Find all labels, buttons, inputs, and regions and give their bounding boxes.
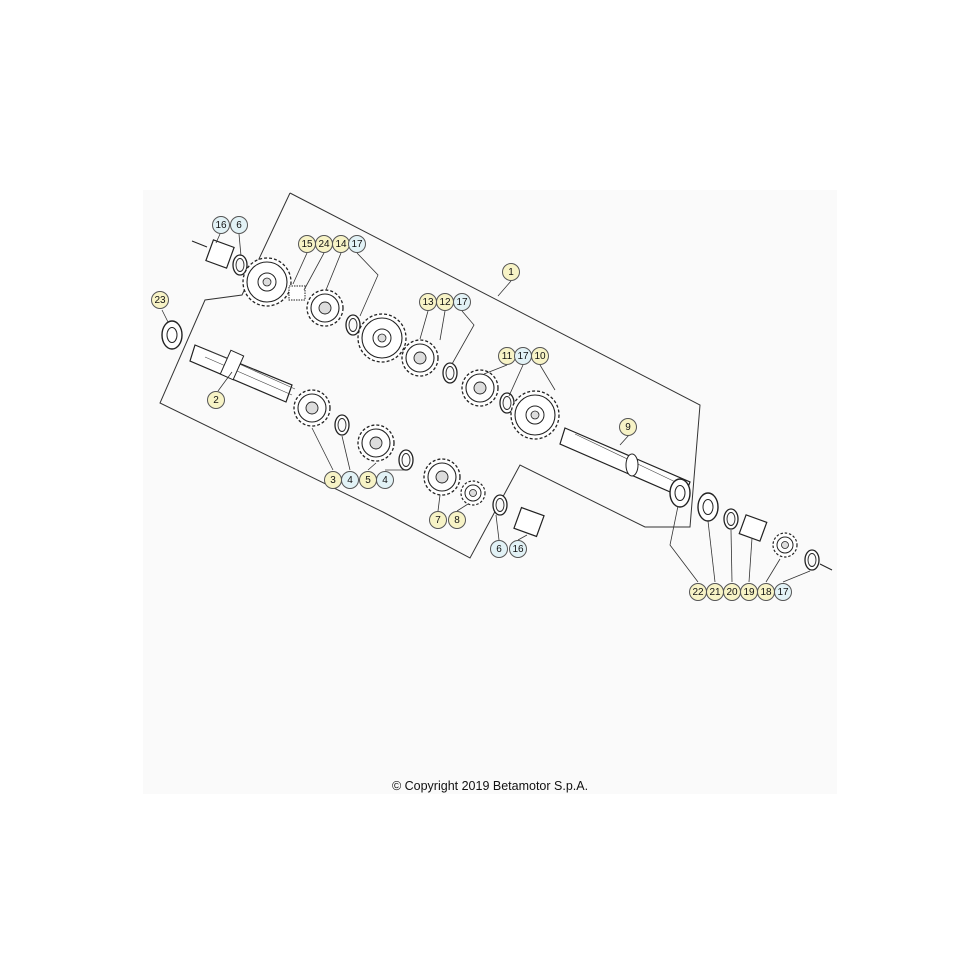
callout-17: 17 [774,583,792,601]
callout-circle [448,511,466,529]
callout-label: 17 [777,587,789,598]
spacer-19 [738,514,768,542]
callout-22: 22 [689,583,707,601]
callout-label: 4 [347,475,353,486]
callout-circle [207,391,225,409]
callout-2: 2 [207,391,225,409]
callout-label: 7 [435,515,441,526]
callout-circle [151,291,169,309]
callout-circle [490,540,508,558]
callout-label: 16 [215,220,227,231]
callout-16: 16 [509,540,527,558]
callout-label: 4 [382,475,388,486]
callout-label: 10 [534,351,546,362]
callout-label: 16 [512,544,524,555]
callout-21: 21 [706,583,724,601]
callout-4: 4 [341,471,359,489]
callout-label: 24 [318,239,330,250]
group-outline-upper [159,192,701,559]
callout-label: 18 [760,587,772,598]
callout-17: 17 [514,347,532,365]
callout-label: 13 [422,297,434,308]
callout-label: 9 [625,422,631,433]
callout-label: 6 [236,220,242,231]
callout-6: 6 [230,216,248,234]
callout-circle [429,511,447,529]
callout-label: 17 [351,239,363,250]
callout-14: 14 [332,235,350,253]
callout-label: 12 [439,297,451,308]
callout-label: 20 [726,587,738,598]
callout-label: 11 [502,351,513,362]
callout-17: 17 [348,235,366,253]
leader-lines [161,233,811,583]
callout-label: 23 [154,295,166,306]
callout-circle [230,216,248,234]
callout-13: 13 [419,293,437,311]
callout-circle [453,293,471,311]
callout-label: 19 [743,587,755,598]
callout-label: 1 [508,267,514,278]
callout-8: 8 [448,511,466,529]
callout-label: 21 [709,587,721,598]
callout-label: 5 [365,475,371,486]
callout-7: 7 [429,511,447,529]
bush-16-top [205,239,235,269]
callout-20: 20 [723,583,741,601]
callout-15: 15 [298,235,316,253]
callout-3: 3 [324,471,342,489]
callout-label: 3 [330,475,336,486]
callout-17: 17 [453,293,471,311]
callout-circle [514,347,532,365]
callout-12: 12 [436,293,454,311]
callout-label: 14 [335,239,347,250]
callout-9: 9 [619,418,637,436]
callout-circle [419,293,437,311]
callout-18: 18 [757,583,775,601]
callout-label: 22 [692,587,704,598]
callout-circle [774,583,792,601]
callout-11: 11 [498,347,516,365]
callout-label: 6 [496,544,502,555]
callout-19: 19 [740,583,758,601]
callout-4: 4 [376,471,394,489]
callout-label: 15 [301,239,313,250]
input-shaft [189,344,296,403]
copyright-notice: © Copyright 2019 Betamotor S.p.A. [391,779,589,793]
callout-circle [376,471,394,489]
callout-circle [212,216,230,234]
bush-16-bottom [513,506,545,538]
callout-circle [341,471,359,489]
callout-circle [348,235,366,253]
callout-circle [619,418,637,436]
callout-1: 1 [502,263,520,281]
callout-circle [509,540,527,558]
callout-24: 24 [315,235,333,253]
callout-5: 5 [359,471,377,489]
needle-cage-15 [288,285,306,301]
callout-label: 8 [454,515,460,526]
callout-10: 10 [531,347,549,365]
callout-6: 6 [490,540,508,558]
callout-circle [298,235,316,253]
callout-23: 23 [151,291,169,309]
callout-circle [502,263,520,281]
callout-label: 17 [517,351,529,362]
callout-label: 17 [456,297,468,308]
callout-label: 2 [213,395,219,406]
callout-16: 16 [212,216,230,234]
